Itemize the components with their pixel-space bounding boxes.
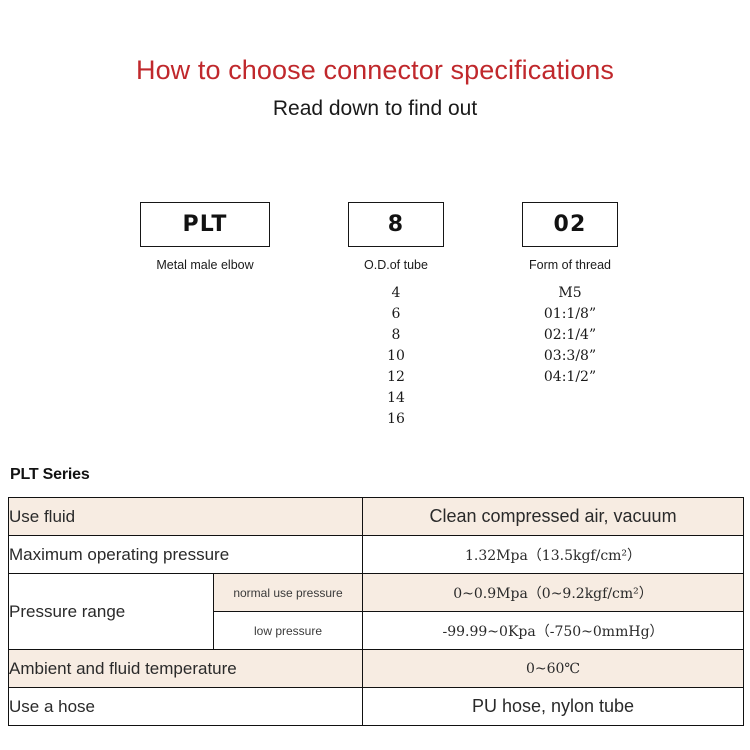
code-box-series-text: PLT xyxy=(182,212,228,237)
page-header: How to choose connector specifications R… xyxy=(0,0,750,121)
part-code-breakdown: PLT Metal male elbow 8 O.D.of tube 4 6 8 10… xyxy=(0,202,750,452)
code-option: 03:3/8” xyxy=(543,348,597,364)
code-option-list-thread-form: M5 01:1/8” 02:1/4” 03:3/8” 04:1/2” xyxy=(522,283,618,388)
code-option: 14 xyxy=(387,390,405,406)
spec-value-cell: PU hose, nylon tube xyxy=(362,687,745,726)
code-option: 02:1/4” xyxy=(543,327,597,343)
code-column-thread-form: 02 Form of thread M5 01:1/8” 02:1/4” 03:3/8… xyxy=(522,202,618,388)
page-subtitle: Read down to find out xyxy=(272,97,478,121)
spec-sublabel-cell: low pressure xyxy=(212,611,364,650)
page-title: How to choose connector specifications xyxy=(135,55,615,85)
code-box-thread-form: 02 xyxy=(522,202,618,247)
code-caption-series: Metal male elbow xyxy=(156,258,254,272)
spec-label-cell: Ambient and fluid temperature xyxy=(7,649,364,688)
code-option: 01:1/8” xyxy=(543,306,597,322)
spec-label-cell: Use fluid xyxy=(7,497,364,536)
spec-value-cell: 1.32Mpa（13.5kgf/cm²） xyxy=(362,535,745,574)
spec-value-cell: -99.99~0Kpa（-750~0mmHg） xyxy=(362,611,745,650)
code-box-tube-od-text: 8 xyxy=(387,212,405,237)
code-option: 6 xyxy=(391,306,401,322)
code-column-series: PLT Metal male elbow xyxy=(140,202,270,283)
code-box-tube-od: 8 xyxy=(348,202,444,247)
code-option: 10 xyxy=(387,348,405,364)
code-option: M5 xyxy=(558,285,582,301)
code-box-series: PLT xyxy=(140,202,270,247)
spec-sublabel-cell: normal use pressure xyxy=(212,573,364,612)
code-option: 4 xyxy=(391,285,401,301)
code-option-list-tube-od: 4 6 8 10 12 14 16 xyxy=(348,283,444,430)
code-option: 04:1/2” xyxy=(543,369,597,385)
code-caption-thread-form: Form of thread xyxy=(529,258,611,272)
table-row: low pressure-99.99~0Kpa（-750~0mmHg） xyxy=(9,611,745,650)
spec-value-cell: Clean compressed air, vacuum xyxy=(362,497,745,536)
code-option: 8 xyxy=(391,327,401,343)
code-option: 12 xyxy=(387,369,405,385)
code-box-thread-form-text: 02 xyxy=(553,212,587,237)
spec-label-cell: Maximum operating pressure xyxy=(7,535,364,574)
series-heading: PLT Series xyxy=(10,466,90,483)
spec-label-cell: Pressure range xyxy=(8,573,214,650)
spec-label-cell: Use a hose xyxy=(7,687,364,726)
spec-value-cell: 0~60℃ xyxy=(362,649,745,688)
code-option: 16 xyxy=(387,411,405,427)
code-column-tube-od: 8 O.D.of tube 4 6 8 10 12 14 16 xyxy=(348,202,444,430)
code-caption-tube-od: O.D.of tube xyxy=(364,258,428,272)
spec-value-cell: 0~0.9Mpa（0~9.2kgf/cm²） xyxy=(362,573,745,612)
